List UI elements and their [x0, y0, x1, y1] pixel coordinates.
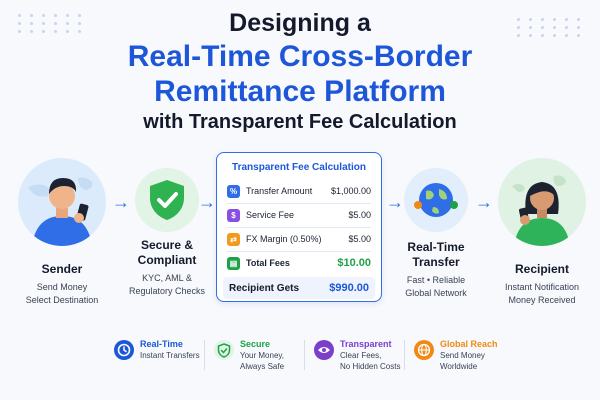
fee-row-amount: $5.00: [348, 210, 371, 220]
fee-card-title: Transparent Fee Calculation: [232, 162, 366, 173]
shield-check-icon: [150, 180, 184, 220]
decorative-dots-left: [18, 14, 85, 33]
globe-icon: [414, 183, 458, 217]
feature-transparent: Transparent Clear Fees, No Hidden Costs: [304, 334, 404, 380]
feature-sub: Clear Fees,: [340, 351, 382, 360]
transfer-sub-2: Global Network: [405, 288, 467, 298]
dollar-icon: $: [227, 208, 240, 222]
feature-global-reach: Global Reach Send Money Worldwide: [404, 334, 504, 380]
sender-sub-1: Send Money: [36, 282, 88, 292]
compliance-badge: [135, 168, 199, 232]
compliance-label-2: Compliant: [137, 253, 197, 267]
transfer-label-2: Transfer: [412, 255, 460, 269]
sender-node: Sender Send Money Select Destination: [12, 158, 112, 307]
feature-sub: Send Money: [440, 351, 485, 360]
woman-with-phone-icon: [512, 175, 570, 246]
feature-title: Secure: [240, 339, 271, 349]
fee-row-amount: $5.00: [348, 234, 371, 244]
compliance-sub-1: KYC, AML &: [142, 273, 192, 283]
fee-row-label: FX Margin (0.50%): [246, 234, 322, 244]
recipient-gets-row: Recipient Gets $990.00: [223, 277, 375, 299]
divider: [227, 203, 371, 204]
feature-title: Global Reach: [440, 339, 498, 349]
fee-row-service-fee: $ Service Fee $5.00: [227, 205, 371, 225]
feature-sub: Instant Transfers: [140, 351, 200, 360]
sender-label: Sender: [41, 262, 83, 276]
fee-calculation-card: Transparent Fee Calculation % Transfer A…: [216, 152, 382, 302]
wallet-icon: ▤: [227, 256, 240, 270]
transfer-sub-1: Fast • Reliable: [406, 275, 466, 285]
compliance-sub-2: Regulatory Checks: [128, 286, 206, 296]
recipient-label: Recipient: [514, 262, 569, 276]
feature-secure: Secure Your Money, Always Safe: [204, 334, 304, 380]
page-title: Designing a Real-Time Cross-Border Remit…: [0, 8, 600, 135]
shield-check-icon: [214, 340, 234, 360]
title-line-4: with Transparent Fee Calculation: [143, 111, 457, 133]
title-line-2: Real-Time Cross-Border: [127, 40, 473, 73]
feature-real-time: Real-Time Instant Transfers: [104, 334, 204, 380]
fee-row-amount: $1,000.00: [330, 186, 371, 196]
recipient-sub-2: Money Received: [508, 295, 576, 305]
divider: [227, 227, 371, 228]
recipient-gets-amount: $990.00: [329, 282, 369, 294]
feature-title: Real-Time: [140, 339, 183, 349]
sender-avatar: [18, 158, 106, 246]
recipient-sub-1: Instant Notification: [504, 282, 580, 292]
man-with-phone-icon: [28, 177, 93, 246]
globe-icon: [414, 340, 434, 360]
arrow-right-icon: →: [112, 192, 130, 212]
decorative-dots-right: [517, 18, 584, 37]
fee-row-label: Service Fee: [246, 210, 295, 220]
feature-sub: No Hidden Costs: [340, 362, 401, 371]
exchange-icon: ⇄: [227, 232, 240, 246]
fee-row-fx-margin: ⇄ FX Margin (0.50%) $5.00: [227, 229, 371, 249]
fee-row-label: Total Fees: [246, 258, 290, 268]
arrow-right-icon: →: [475, 192, 493, 212]
clock-icon: [114, 340, 134, 360]
fee-row-label: Transfer Amount: [246, 186, 313, 196]
transfer-badge: [404, 168, 468, 232]
recipient-avatar: [498, 158, 586, 246]
percent-icon: %: [227, 184, 240, 198]
title-line-1: Designing a: [229, 9, 371, 37]
sender-sub-2: Select Destination: [25, 295, 99, 305]
feature-title: Transparent: [340, 339, 392, 349]
eye-icon: [314, 340, 334, 360]
features-bar: Real-Time Instant Transfers Secure Your …: [104, 334, 504, 380]
transfer-node: Real-Time Transfer Fast • Reliable Globa…: [396, 168, 476, 300]
feature-sub: Always Safe: [240, 362, 285, 371]
compliance-label-1: Secure &: [140, 238, 194, 252]
title-line-3: Remittance Platform: [154, 75, 446, 108]
divider: [227, 251, 371, 252]
fee-row-total-fees: ▤ Total Fees $10.00: [227, 253, 371, 273]
arrow-right-icon: →: [386, 192, 404, 212]
arrow-right-icon: →: [198, 192, 216, 212]
feature-sub: Worldwide: [440, 362, 478, 371]
transfer-label-1: Real-Time: [407, 240, 465, 254]
recipient-node: Recipient Instant Notification Money Rec…: [490, 158, 594, 307]
compliance-node: Secure & Compliant KYC, AML & Regulatory…: [126, 168, 208, 298]
feature-sub: Your Money,: [240, 351, 285, 360]
recipient-gets-label: Recipient Gets: [229, 282, 300, 294]
fee-row-transfer-amount: % Transfer Amount $1,000.00: [227, 181, 371, 201]
fee-row-amount: $10.00: [337, 257, 371, 269]
